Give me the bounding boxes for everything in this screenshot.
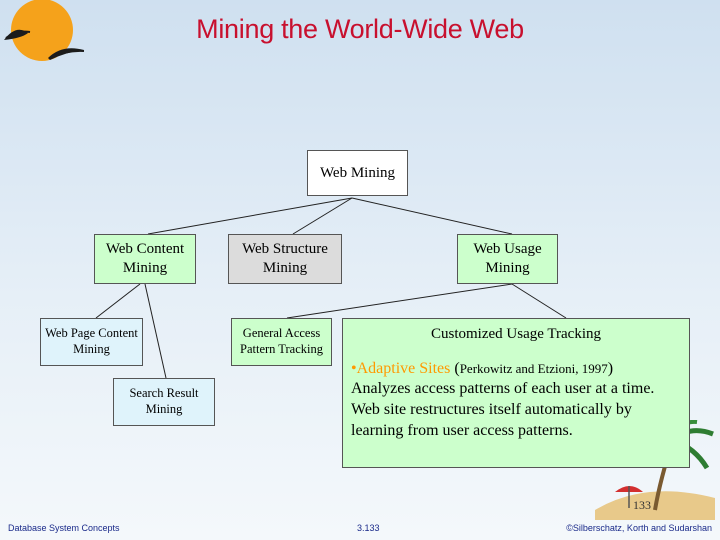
- node-search-result-mining-label: Search Result Mining: [129, 386, 199, 416]
- citation-open: (: [450, 359, 460, 377]
- customized-usage-tracking-heading: Customized Usage Tracking: [431, 326, 601, 342]
- node-search-result-mining: Search Result Mining: [113, 378, 215, 426]
- node-web-structure-mining: Web Structure Mining: [228, 234, 342, 284]
- adaptive-sites-title: Adaptive Sites: [356, 359, 451, 377]
- slide-title: Mining the World-Wide Web: [196, 14, 524, 44]
- node-web-page-content-mining-label: Web Page Content Mining: [45, 326, 138, 356]
- adaptive-sites-item: •Adaptive Sites (Perkowitz and Etzioni, …: [351, 359, 681, 380]
- node-general-access-pattern-tracking: General Access Pattern Tracking: [231, 318, 332, 366]
- footer-right: ©Silberschatz, Korth and Sudarshan: [566, 523, 712, 533]
- edge-root-usage: [351, 197, 513, 235]
- edge-content-page: [95, 283, 141, 319]
- edge-usage-general: [286, 283, 513, 319]
- node-customized-usage-tracking: Customized Usage Tracking •Adaptive Site…: [342, 318, 690, 468]
- node-web-mining: Web Mining: [307, 150, 408, 196]
- adaptive-sites-description: Analyzes access patterns of each user at…: [351, 380, 655, 439]
- edge-root-content: [147, 197, 353, 235]
- adaptive-sites-citation: Perkowitz and Etzioni, 1997: [459, 360, 608, 376]
- node-web-mining-label: Web Mining: [319, 164, 396, 181]
- node-web-structure-mining-label: Web Structure Mining: [242, 241, 328, 276]
- node-web-content-mining-label: Web Content Mining: [105, 241, 185, 276]
- edge-content-search: [144, 283, 167, 379]
- footer-center: 3.133: [357, 523, 380, 533]
- node-web-page-content-mining: Web Page Content Mining: [40, 318, 143, 366]
- page-number: 133: [633, 498, 651, 512]
- node-general-access-pattern-tracking-label: General Access Pattern Tracking: [240, 326, 323, 356]
- node-web-usage-mining-label: Web Usage Mining: [473, 241, 542, 276]
- bullet-marker: •: [351, 359, 357, 377]
- sun-logo-icon: [4, 0, 85, 61]
- node-web-content-mining: Web Content Mining: [94, 234, 196, 284]
- edge-root-structure: [292, 197, 353, 235]
- footer-left: Database System Concepts: [8, 523, 120, 533]
- citation-close: ): [607, 359, 614, 377]
- edge-usage-customized: [511, 283, 567, 319]
- node-web-usage-mining: Web Usage Mining: [457, 234, 558, 284]
